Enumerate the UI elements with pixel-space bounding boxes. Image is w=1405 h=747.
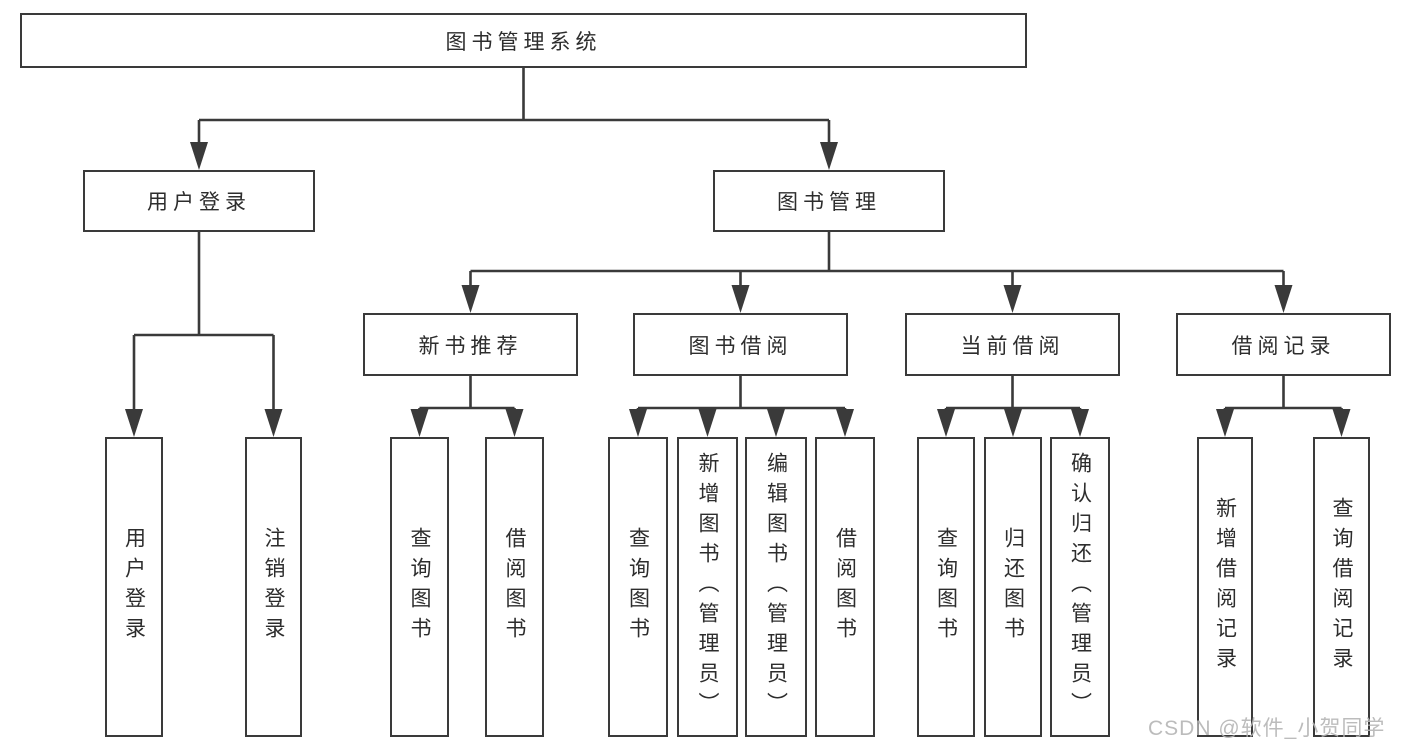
node-borrow-record-label: 借阅记录 xyxy=(1231,334,1336,358)
leaf-borrow-borrow-books-label: 借阅图书 xyxy=(833,527,857,647)
leaf-current-confirm-return-admin: 确认归还（管理员） xyxy=(1050,437,1110,737)
leaf-record-add-borrow-record: 新增借阅记录 xyxy=(1197,437,1253,737)
leaf-logout: 注销登录 xyxy=(245,437,302,737)
node-current-borrow-label: 当前借阅 xyxy=(960,334,1065,358)
leaf-borrow-query-books-label: 查询图书 xyxy=(626,527,650,647)
leaf-current-query-books: 查询图书 xyxy=(917,437,975,737)
node-user-login: 用户登录 xyxy=(83,170,315,232)
leaf-record-query-borrow-record: 查询借阅记录 xyxy=(1313,437,1370,737)
leaf-current-query-books-label: 查询图书 xyxy=(934,527,958,647)
node-book-borrow: 图书借阅 xyxy=(633,313,848,376)
node-user-login-label: 用户登录 xyxy=(147,191,251,214)
leaf-recommend-borrow-books-label: 借阅图书 xyxy=(503,527,526,647)
leaf-current-return-books: 归还图书 xyxy=(984,437,1042,737)
leaf-recommend-borrow-books: 借阅图书 xyxy=(485,437,544,737)
leaf-user-login: 用户登录 xyxy=(105,437,163,737)
node-current-borrow: 当前借阅 xyxy=(905,313,1120,376)
leaf-current-return-books-label: 归还图书 xyxy=(1001,527,1025,647)
node-book-management: 图书管理 xyxy=(713,170,945,232)
leaf-recommend-query-books: 查询图书 xyxy=(390,437,449,737)
watermark: CSDN @软件_小贺同学 xyxy=(1148,717,1386,740)
leaf-borrow-edit-books-admin-label: 编辑图书（管理员） xyxy=(764,452,788,722)
leaf-recommend-query-books-label: 查询图书 xyxy=(408,527,431,647)
node-book-management-label: 图书管理 xyxy=(777,191,881,214)
leaf-record-add-borrow-record-label: 新增借阅记录 xyxy=(1213,497,1237,677)
node-book-borrow-label: 图书借阅 xyxy=(688,334,793,358)
node-new-book-recommend: 新书推荐 xyxy=(363,313,578,376)
leaf-borrow-add-books-admin-label: 新增图书（管理员） xyxy=(696,452,719,722)
node-borrow-record: 借阅记录 xyxy=(1176,313,1391,376)
node-system-root: 图书管理系统 xyxy=(20,13,1027,68)
leaf-borrow-query-books: 查询图书 xyxy=(608,437,668,737)
leaf-user-login-label: 用户登录 xyxy=(122,527,146,647)
leaf-borrow-borrow-books: 借阅图书 xyxy=(815,437,875,737)
node-system-root-label: 图书管理系统 xyxy=(445,30,602,54)
leaf-current-confirm-return-admin-label: 确认归还（管理员） xyxy=(1068,452,1092,722)
leaf-borrow-add-books-admin: 新增图书（管理员） xyxy=(677,437,738,737)
leaf-record-query-borrow-record-label: 查询借阅记录 xyxy=(1330,497,1353,677)
leaf-logout-label: 注销登录 xyxy=(262,527,285,647)
node-new-book-recommend-label: 新书推荐 xyxy=(418,334,523,358)
leaf-borrow-edit-books-admin: 编辑图书（管理员） xyxy=(745,437,807,737)
